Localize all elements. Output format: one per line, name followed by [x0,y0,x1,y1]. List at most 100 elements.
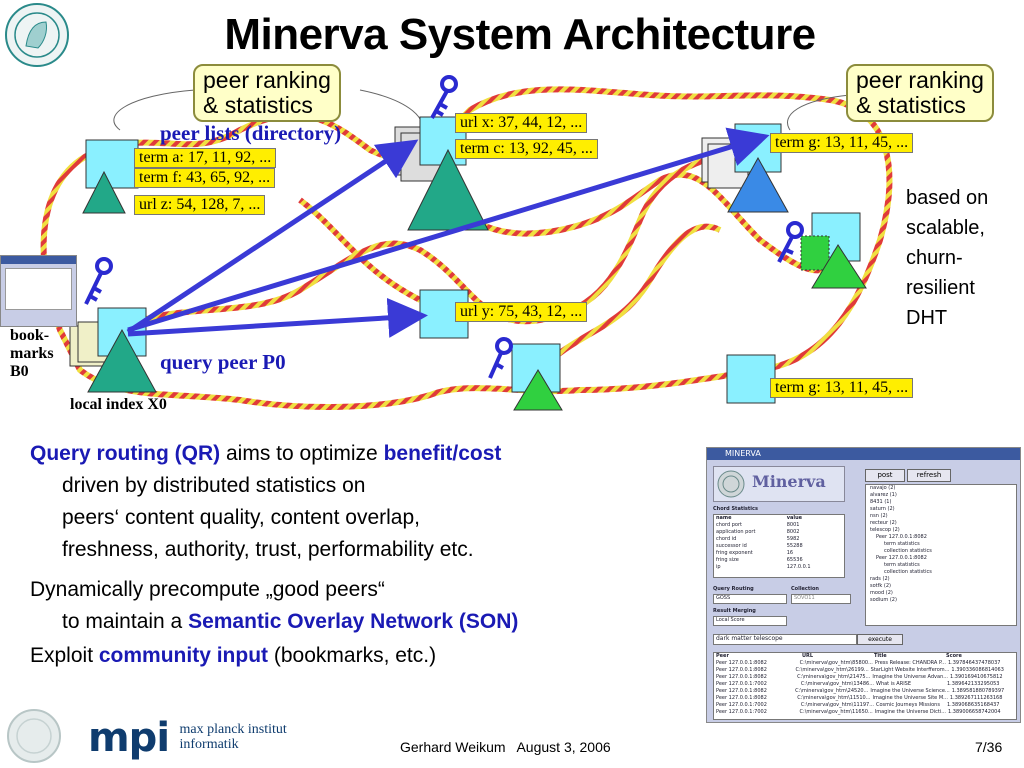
tree-item[interactable]: alvarez (1) [870,492,897,498]
tree-item[interactable]: rads (2) [870,576,890,582]
execute-button[interactable]: execute [857,634,903,645]
app-logo-panel: Minerva [713,466,845,502]
post-button[interactable]: post [865,469,905,482]
table-cell: C:\minerva\gov_htm\21475... [797,674,871,680]
page-title: Minerva System Architecture [224,10,816,59]
tree-item[interactable]: collection statistics [884,569,932,575]
thumbnail-pane [5,268,72,310]
local-index-label: local index X0 [70,396,167,413]
bullet-list: Query routing (QR) aims to optimize bene… [30,438,710,672]
bookmarks-line: B0 [10,363,29,380]
postings-label-url-y: url y: 75, 43, 12, ... [455,302,588,322]
dht-note: based on scalable, churn- resilient DHT [906,183,988,333]
table-cell: Peer 127.0.0.1:8082 [716,688,767,694]
query-peer-node [69,307,157,393]
query-routing-arrows [126,127,770,338]
table-cell: URL [802,653,814,659]
mpi-logo: mpi max planck institut informatik [88,718,287,758]
callout-line: peer ranking [203,67,331,93]
tree-item[interactable]: Peer 127.0.0.1:8082 [876,534,927,540]
callout-line: & statistics [203,92,313,118]
tree-item[interactable]: saturn (2) [870,506,895,512]
postings-label-url-x: url x: 37, 44, 12, ... [455,113,588,133]
bullet-text: freshness, authority, trust, performabil… [62,538,474,561]
table-cell: 1.389581880789397 [951,688,1005,694]
app-logo-text: Minerva [752,472,826,491]
table-cell: C:\minerva\gov_htm\85800... [799,660,873,666]
bullet-keyword: Query routing (QR) [30,442,221,465]
bullet-text: Exploit [30,644,99,667]
dht-ring [40,86,893,410]
table-cell: Peer [716,653,729,659]
app-titlebar: MINERVA [707,448,1020,460]
query-routing-select[interactable]: GOSS [713,594,787,604]
table-cell: ip [716,564,721,570]
tree-item[interactable]: nsn (2) [870,513,888,519]
peer-lists-label: peer lists (directory) [160,121,342,145]
table-cell: Imagine the Universe Advan... [872,674,949,680]
table-cell: 1.397846437478037 [947,660,1001,666]
peer-tree[interactable]: navajo (2)alvarez (1)8431 (1)saturn (2)n… [865,484,1017,626]
dht-note-line: resilient [906,277,975,299]
thumbnail-screenshot [0,255,77,327]
table-cell: 65536 [786,557,803,563]
tree-item[interactable]: navajo (2) [870,485,896,491]
table-cell: Press Release: CHANDRA P... [874,660,946,666]
result-merging-label: Result Merging [713,608,756,614]
table-cell: application port [716,529,756,535]
tree-item[interactable]: telescop (2) [870,527,900,533]
table-cell: 1.389068635168437 [947,702,1000,708]
tree-item[interactable]: term statistics [884,562,920,568]
tree-item[interactable]: mood (2) [870,590,893,596]
tree-item[interactable]: Peer 127.0.0.1:8082 [876,555,927,561]
tree-item[interactable]: sodium (2) [870,597,897,603]
postings-label-url-z: url z: 54, 128, 7, ... [134,195,266,215]
table-cell: Peer 127.0.0.1:7002 [716,702,767,708]
bullet-keyword: benefit/cost [383,442,502,465]
tree-item[interactable]: sotfk (2) [870,583,891,589]
collection-select[interactable]: SOVO11 [791,594,851,604]
tree-item[interactable]: recteur (2) [870,520,897,526]
callout-peer-ranking-right: peer ranking & statistics [846,64,994,122]
bullet-precompute: Dynamically precompute „good peers“ to m… [30,574,710,638]
bookmarks-label: book- marks B0 [10,327,54,381]
bullet-keyword: community input [98,644,269,667]
architecture-diagram [40,75,893,411]
bullet-text: peers‘ content quality, content overlap, [62,506,420,529]
table-cell: successor id [716,543,747,549]
bullet-query-routing: Query routing (QR) aims to optimize bene… [30,438,710,566]
key-icon [84,257,113,305]
query-peer-label: query peer P0 [160,350,286,374]
table-cell: 1.389006658742004 [948,709,1001,715]
mpi-logo-line: max planck institut [179,722,287,737]
tree-item[interactable]: collection statistics [884,548,932,554]
footer-credit: Gerhard Weikum August 3, 2006 [400,739,611,755]
table-cell: StarLight Website Interfferom... [870,667,950,673]
query-input[interactable]: dark matter telescope [713,634,857,645]
mpi-logo-line: informatik [179,737,239,752]
postings-label-term-g-top: term g: 13, 11, 45, ... [770,133,914,153]
tree-item[interactable]: term statistics [884,541,920,547]
bullet-community: Exploit community input (bookmarks, etc.… [30,640,710,672]
postings-label-term-f: term f: 43, 65, 92, ... [134,168,276,188]
table-cell: 1.389267111263168 [949,695,1003,701]
tree-item[interactable]: 8431 (1) [870,499,892,505]
table-cell: C:\minerva\gov_htm\11650... [799,709,873,715]
result-merging-select[interactable]: Local Score [713,616,787,626]
bullet-text: to maintain a [62,610,189,633]
table-cell: Imagine the Universe Dicti... [874,709,947,715]
refresh-button[interactable]: refresh [907,469,951,482]
postings-label-term-g-bottom: term g: 13, 11, 45, ... [770,378,914,398]
dht-note-line: scalable, [906,217,985,239]
